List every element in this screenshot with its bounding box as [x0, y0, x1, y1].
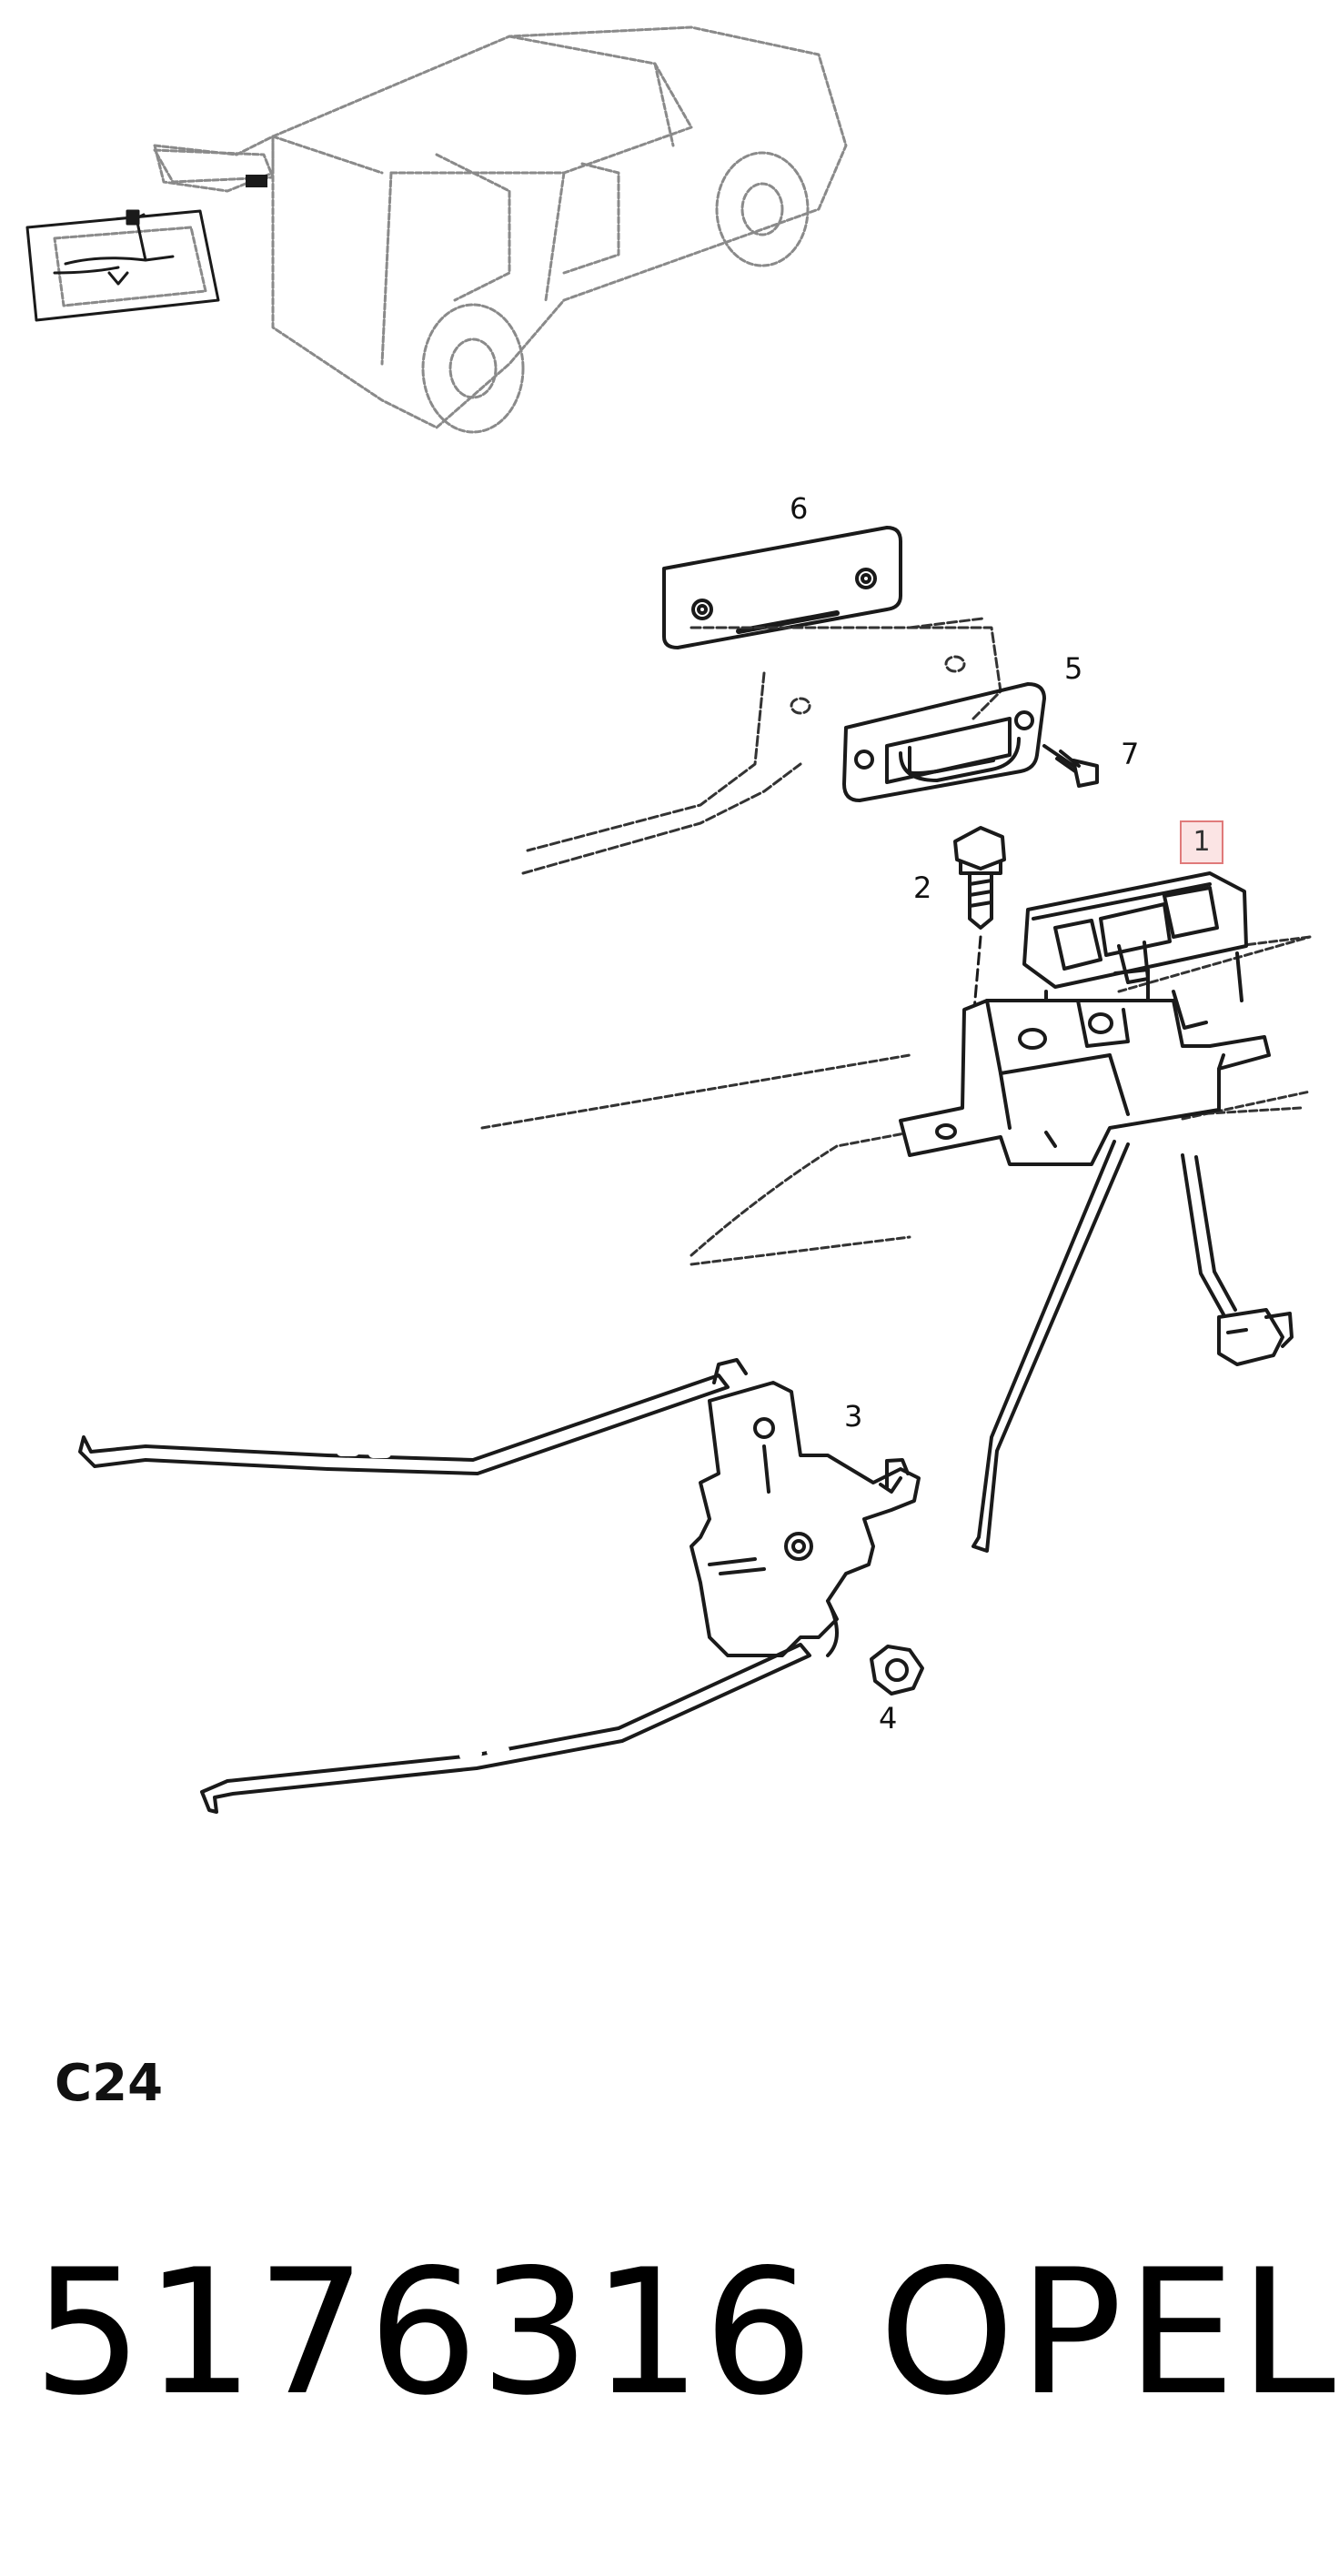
- lower-linkage-rod: [200, 1643, 811, 1814]
- callout-3: 3: [844, 1399, 863, 1434]
- tailgate-panel: [25, 209, 220, 322]
- vehicle-overview-sketch: [153, 25, 848, 434]
- lock-mounting-bracket: [899, 999, 1271, 1166]
- part-3-latch-bracket: [690, 1358, 921, 1657]
- part-4-nut: [870, 1645, 924, 1696]
- part-1-lock-assembly: [1022, 871, 1248, 1030]
- part-number: 5176316: [33, 2232, 816, 2433]
- callout-6: 6: [790, 491, 809, 526]
- upper-linkage-rod: [78, 1374, 730, 1475]
- callout-2: 2: [913, 870, 932, 905]
- callout-4: 4: [879, 1701, 898, 1736]
- part-6-cover-plate: [662, 526, 902, 649]
- callout-5: 5: [1064, 651, 1083, 686]
- actuator-rod: [972, 1140, 1130, 1553]
- tailgate-handle-marker: [153, 148, 275, 187]
- callout-1-highlighted[interactable]: 1: [1180, 820, 1223, 864]
- part-5-striker: [842, 682, 1046, 802]
- exploded-parts-diagram: [25, 25, 1312, 1814]
- brand-name: OPEL: [879, 2232, 1339, 2433]
- callout-7: 7: [1121, 737, 1140, 771]
- part-7-screw: [1042, 744, 1099, 788]
- wiring-harness-connector: [1181, 1153, 1294, 1366]
- body-panel-outline: [521, 617, 1002, 875]
- section-code: C24: [55, 2054, 164, 2113]
